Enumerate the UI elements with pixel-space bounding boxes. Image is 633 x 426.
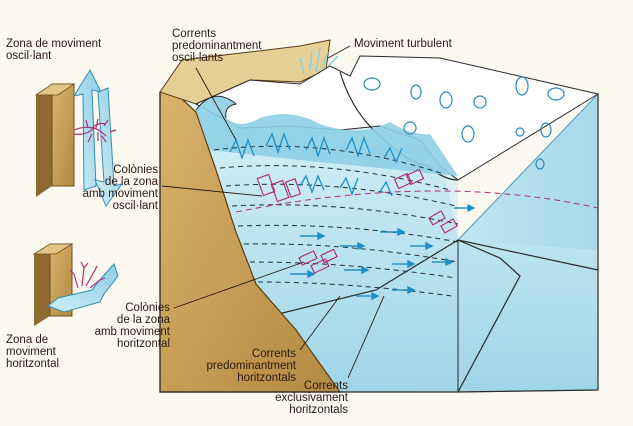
inset-rock-block-face (51, 83, 75, 187)
breaking-wave (196, 96, 458, 176)
turbulent-spray (299, 47, 339, 75)
current-contours (213, 145, 459, 297)
oscillating-current-arrows (229, 132, 403, 197)
seabed-back-edge (457, 239, 599, 271)
inset-rock-block (36, 84, 52, 197)
inset-oscillating-zone (34, 68, 124, 208)
label-predominantly-horizontal: Corrents predominantment horitzontals (206, 348, 297, 384)
label-turbulent-movement: Moviment turbulent (354, 38, 452, 50)
label-colonies-oscillating: Colònies de la zona amb moviment oscil·l… (82, 164, 158, 212)
label-horizontal-zone: Zona de moviment horitzontal (6, 334, 60, 370)
main-block (159, 39, 600, 393)
colonies-horizontal-zone (298, 210, 458, 274)
inset-rock-block-top (34, 83, 76, 96)
horizontal-current-arrows (290, 203, 476, 301)
oscillation-limit-line (235, 190, 599, 213)
down-arrow (94, 87, 124, 208)
colonies-oscillating-zone (256, 168, 425, 203)
seabed-edge (253, 239, 521, 393)
inset-horizontal-zone (32, 243, 119, 326)
label-exclusively-horizontal: Corrents exclusivament horitzontals (275, 380, 348, 416)
up-arrow (72, 68, 102, 191)
inset-rock-block-side (34, 244, 50, 326)
foam-bubbles (363, 76, 565, 170)
label-oscillating-currents: Corrents predominantment oscil·lants (172, 28, 262, 64)
inset-rock-block-top (32, 243, 74, 255)
coral-colony-icon (73, 118, 117, 143)
label-colonies-horizontal: Colònies de la zona amb moviment horitzo… (94, 302, 170, 350)
coral-colony-icon (69, 261, 106, 289)
label-oscillating-zone: Zona de moviment oscil·lant (6, 38, 102, 62)
leader-lines (161, 45, 385, 379)
horizontal-arrow (47, 263, 119, 313)
